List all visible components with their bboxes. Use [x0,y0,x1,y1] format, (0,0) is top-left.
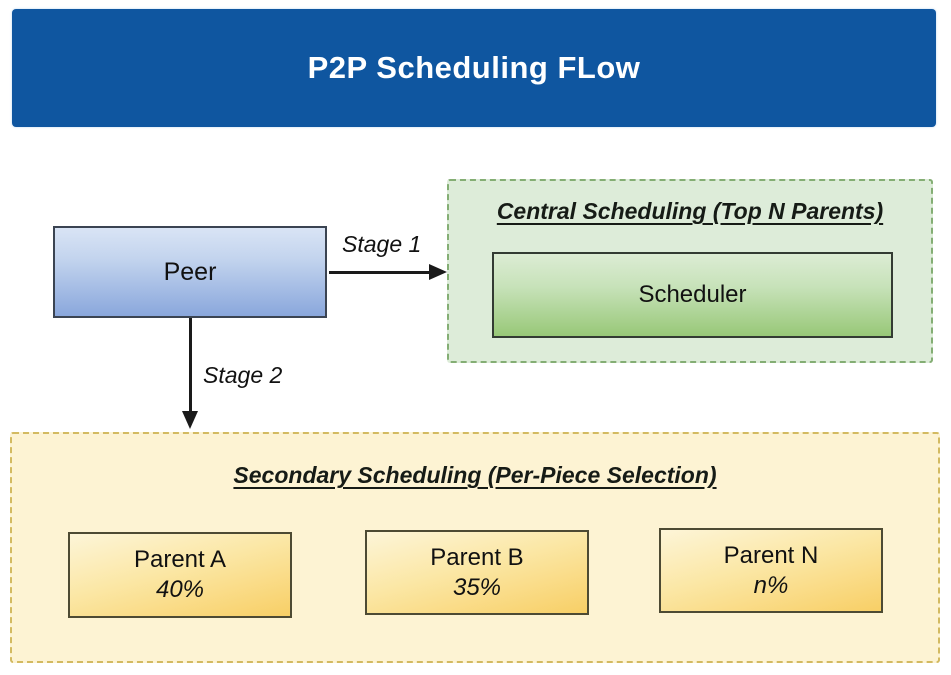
parent-a-node: Parent A 40% [68,532,292,618]
stage2-arrow-line [189,318,192,413]
stage1-arrowhead-icon [429,264,447,280]
parent-n-node: Parent N n% [659,528,883,613]
scheduler-node-label: Scheduler [638,281,747,308]
diagram-title: P2P Scheduling FLow [307,50,641,85]
parent-n-share: n% [753,571,789,599]
peer-node: Peer [53,226,327,318]
secondary-scheduling-group-title: Secondary Scheduling (Per-Piece Selectio… [233,462,717,488]
parent-a-label: Parent A [133,546,227,573]
stage2-edge-label: Stage 2 [203,362,283,388]
parent-b-node: Parent B 35% [365,530,589,615]
parent-b-label: Parent B [430,543,524,571]
central-scheduling-group-title: Central Scheduling (Top N Parents) [496,198,884,224]
parent-n-label: Parent N [723,541,819,569]
peer-node-label: Peer [163,257,217,286]
scheduler-node: Scheduler [492,252,893,338]
parent-a-share: 40% [155,576,205,603]
header-banner: P2P Scheduling FLow [12,9,936,127]
stage2-arrowhead-icon [182,411,198,429]
stage1-arrow-line [329,271,432,274]
stage1-edge-label: Stage 1 [342,231,422,257]
parent-b-share: 35% [452,573,502,601]
